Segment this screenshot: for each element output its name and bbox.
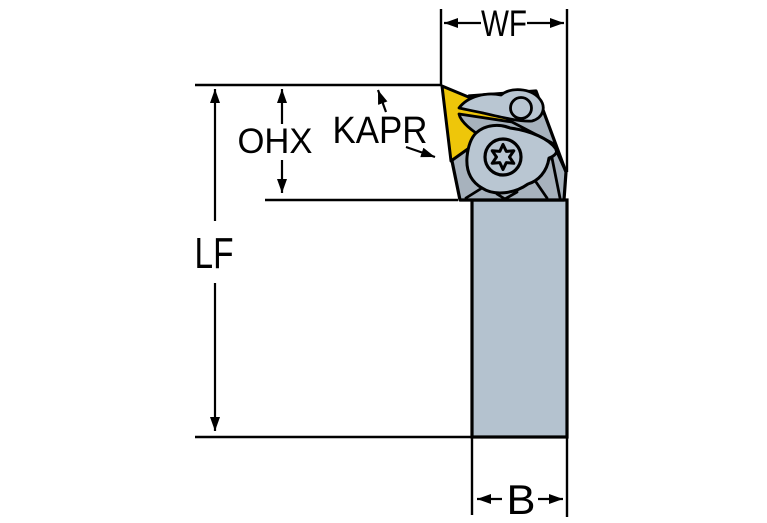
head-facet-lines <box>464 148 568 201</box>
kapr-dimension-label: KAPR <box>333 110 428 152</box>
tool-shank <box>470 198 569 439</box>
kapr-leader-to-insert <box>405 145 436 159</box>
clamp-pivot-circle <box>509 96 533 120</box>
kapr-leader-to-reference-line <box>376 89 388 113</box>
lf-dimension-label: LF <box>195 229 234 278</box>
torx-star-icon <box>490 143 516 171</box>
ohx-dimension-label: OHX <box>238 122 313 161</box>
wf-dimension-label: WF <box>481 3 527 44</box>
b-dimension-label: B <box>507 476 536 523</box>
dimension-arrows <box>210 18 564 504</box>
